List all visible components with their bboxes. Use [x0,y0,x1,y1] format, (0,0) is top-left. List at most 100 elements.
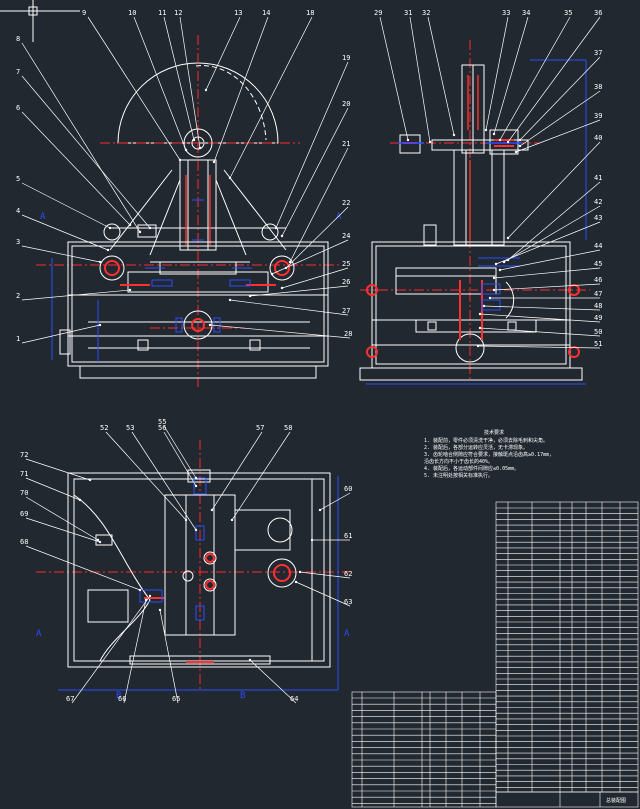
callout-label: 10 [128,9,136,17]
callout-label: 22 [342,199,350,207]
callout-dot [158,608,162,612]
callout-leader [493,16,529,135]
callout-label: 33 [502,9,510,17]
callout-leader [211,431,263,511]
callout-dot [498,138,502,142]
callout-label: 35 [564,9,572,17]
callout-label: 41 [594,174,602,182]
callout-dot [488,296,492,300]
callout-dot [482,304,486,308]
callout-dot [476,344,480,348]
plan-gears [182,551,297,592]
callout-dot [288,260,292,264]
callout-label: 8 [16,35,20,43]
callout-dot [194,476,198,480]
callout-leader [21,214,109,251]
callout-label: 13 [234,9,242,17]
callout-leader [229,299,349,316]
callout-label: 64 [290,695,298,703]
callout-leader [519,90,601,147]
callout-label: 52 [100,424,108,432]
callout-label: 47 [594,290,602,298]
callout-dot [184,148,188,152]
callout-leader [205,16,241,91]
callout-dot [428,140,432,144]
callout-dot [506,236,510,240]
callout-leader [493,283,601,291]
plan-hatch [144,553,291,663]
callout-label: 56 [158,424,166,432]
ucs-icon [0,0,80,42]
callout-leader [163,16,195,141]
callout-dot [406,138,410,142]
callout-leader [281,107,349,237]
saw-guard [117,62,279,144]
callout-label: 71 [20,470,28,478]
callout-dot [88,478,92,482]
callout-leader [87,16,181,161]
callout-dot [280,286,284,290]
callout-dot [204,88,208,92]
callout-dot [492,276,496,280]
callout-label: 42 [594,198,602,206]
callout-dot [78,498,82,502]
callout-leader [25,496,99,541]
callout-leader [507,16,601,143]
callout-dot [298,570,302,574]
callout-dot [194,528,198,532]
callout-dot [518,144,522,148]
callout-label: 55 [158,418,166,426]
callout-dot [248,658,252,662]
callout-label: 1 [16,335,20,343]
callout-leader [507,181,601,261]
callout-dot [230,518,234,522]
front-rollers [103,223,279,241]
callout-dot [228,176,232,180]
callout-dot [98,323,102,327]
side-bearings [399,129,519,155]
callout-dot [138,230,142,234]
callout-dot [198,146,202,150]
callout-label: 31 [404,9,412,17]
callout-label: 49 [594,314,602,322]
callout-label: 20 [342,100,350,108]
callout-dot [294,580,298,584]
callout-label: 5 [16,175,20,183]
callout-label: 2 [16,292,20,300]
callout-label: 68 [20,538,28,546]
callout-leader [515,119,601,153]
callout-leader [271,239,349,275]
callout-leader [21,42,141,233]
callout-leader [485,16,509,131]
notes-line-1: 1. 装配前，零件必须清洗干净，必须去除毛刺和尖角。 [424,437,548,444]
callout-leader [105,431,187,521]
callout-label: 53 [126,424,134,432]
callout-dot [148,226,152,230]
callout-leader [479,313,601,323]
front-gear-hatch [104,260,290,332]
callout-label: 66 [118,695,126,703]
callout-label: 26 [342,278,350,286]
section-mark-a1: A [40,212,46,222]
callout-label: 25 [342,260,350,268]
callout-dot [192,138,196,142]
callout-dot [492,132,496,136]
callout-dot [484,128,488,132]
callout-leader [123,599,147,704]
callout-label: 11 [158,9,166,17]
callout-label: 57 [256,424,264,432]
callout-label: 38 [594,83,602,91]
callout-leader [479,327,601,337]
plan-housing [67,469,331,668]
callout-leader [231,431,291,521]
callout-leader [379,16,409,141]
callout-leader [229,16,313,179]
callout-label: 21 [342,140,350,148]
callout-leader [21,75,151,229]
callout-leader [249,659,297,704]
callout-dot [106,248,110,252]
callout-label: 7 [16,68,20,76]
callout-dot [452,133,456,137]
notes-line-5: 4. 装配后，各运动部件间隙应≤0.05mm。 [424,465,519,472]
